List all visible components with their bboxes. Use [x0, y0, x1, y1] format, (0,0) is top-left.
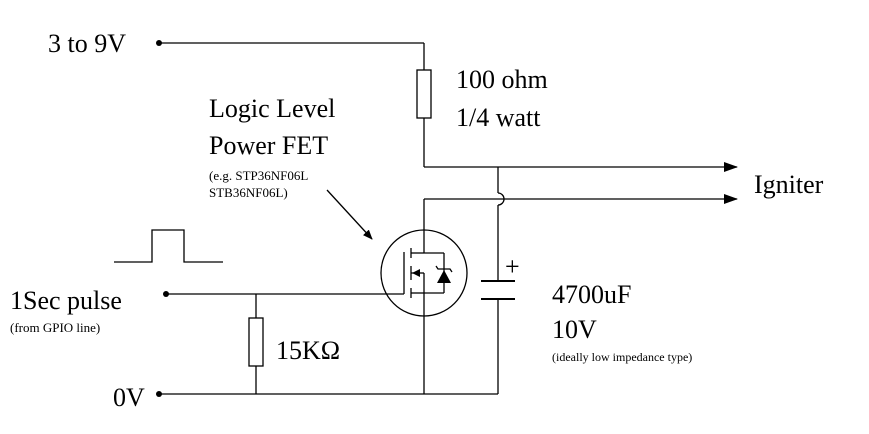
- supply-wire: [156, 40, 425, 70]
- pulse-label: 1Sec pulse: [10, 286, 122, 315]
- capacitor-value: 4700uF: [552, 280, 631, 309]
- igniter-wire-bottom: [423, 194, 738, 232]
- resistor-100-symbol: [416, 69, 432, 119]
- resistor-15k-label: 15KΩ: [276, 336, 340, 365]
- mosfet-symbol: [380, 229, 468, 317]
- pulse-waveform: [114, 229, 223, 263]
- supply-label: 3 to 9V: [48, 29, 126, 58]
- capacitor-symbol: [481, 280, 515, 300]
- pulse-note: (from GPIO line): [10, 320, 100, 335]
- resistor-100-power: 1/4 watt: [456, 103, 541, 132]
- fet-example-line1: (e.g. STP36NF06L: [209, 168, 308, 183]
- fet-label-line1: Logic Level: [209, 94, 335, 123]
- fet-pointer-arrow: [326, 189, 373, 240]
- gate-wire: [163, 291, 404, 394]
- resistor-15k-symbol: [248, 317, 264, 367]
- capacitor-wire: [497, 167, 505, 394]
- ground-wire: [156, 391, 498, 397]
- fet-example-line2: STB36NF06L): [209, 185, 288, 200]
- ground-label: 0V: [113, 383, 145, 412]
- igniter-wire-top: [423, 118, 738, 172]
- igniter-label: Igniter: [754, 170, 824, 199]
- capacitor-voltage: 10V: [552, 315, 597, 344]
- capacitor-polarity: +: [505, 252, 520, 281]
- capacitor-note: (ideally low impedance type): [552, 350, 692, 364]
- resistor-100-value: 100 ohm: [456, 65, 548, 94]
- fet-label-line2: Power FET: [209, 131, 328, 160]
